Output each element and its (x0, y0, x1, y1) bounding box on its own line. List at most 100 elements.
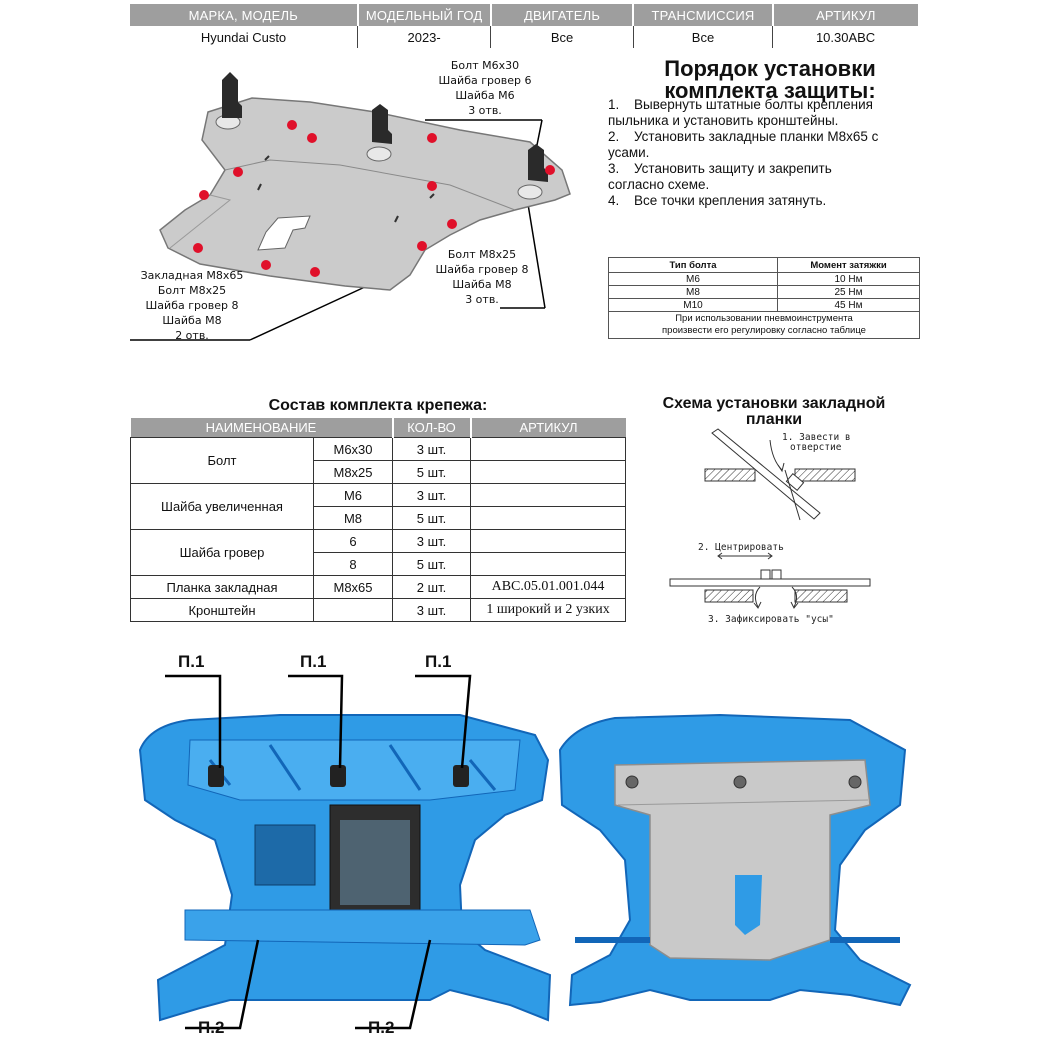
kit-item-qty: 5 шт. (392, 460, 471, 484)
bracket-icon (372, 104, 392, 144)
scheme-title-line: Схема установки закладной (662, 395, 886, 412)
panel-section-right (794, 468, 856, 482)
instruction-step: 3. Установить защиту и закрепить согласн… (608, 161, 920, 193)
step-text: пыльника и установить кронштейны. (608, 113, 839, 128)
header-col-engine: ДВИГАТЕЛЬ (490, 4, 635, 26)
callout-top: Болт М6х30 Шайба гровер 6 Шайба М6 3 отв… (430, 58, 540, 118)
slot (264, 155, 270, 161)
callout-left: Закладная М8х65 Болт М8х25 Шайба гровер … (134, 268, 250, 343)
underbody-with-plate (558, 713, 912, 1007)
kit-title: Состав комплекта крепежа: (268, 397, 488, 414)
instructions-list: 1. Вывернуть штатные болты крепления пыл… (608, 97, 920, 209)
arrow-head-icon (717, 552, 773, 560)
mount-point-dot (261, 260, 271, 270)
kit-item-qty: 5 шт. (392, 506, 471, 530)
mount-point-dot (310, 267, 320, 277)
mount-point-dot (417, 241, 427, 251)
torque-row: М8 25 Нм (608, 285, 920, 299)
kit-item-name: Шайба гровер (130, 529, 314, 576)
header-col-make-model: МАРКА, МОДЕЛЬ (130, 4, 359, 26)
torque-row: М6 10 Нм (608, 272, 920, 286)
header-col-transmission: ТРАНСМИССИЯ (633, 4, 774, 26)
scheme-step1-label: отверстие (790, 442, 842, 453)
kit-table: НАИМЕНОВАНИЕ КОЛ-ВО АРТИКУЛ Болт М6х30 3… (130, 418, 626, 622)
spec-value-row: Hyundai Custo 2023- Все Все 10.30ABC (130, 26, 918, 48)
leader-p2-right (355, 939, 432, 1030)
insert-plate-flat (669, 578, 871, 587)
step-number: 4. (608, 193, 620, 208)
kit-item-article: 1 широкий и 2 узких (470, 598, 626, 622)
kit-item-size (313, 598, 393, 622)
plate-bend-line (224, 159, 516, 211)
torque-note-line: произвести его регулировку согласно табл… (662, 325, 866, 336)
insert-plate-scheme (669, 428, 871, 609)
plate-hole (517, 184, 543, 200)
kit-item-article (470, 506, 626, 530)
kit-row: М8 5 шт. (131, 506, 626, 530)
callout-line: Шайба М8 (162, 314, 222, 327)
mount-point-dot (199, 190, 209, 200)
torque-bolt: М10 (608, 298, 778, 312)
callout-line: 3 отв. (468, 104, 502, 117)
leader-p1-center (288, 674, 344, 769)
bracket-icon (222, 72, 242, 118)
installed-skid-plate (614, 759, 871, 961)
mount-point-dot (233, 167, 243, 177)
kit-item-size: М8х65 (313, 575, 393, 599)
header-col-model-year: МОДЕЛЬНЫЙ ГОД (357, 4, 492, 26)
kit-item-article (470, 460, 626, 484)
torque-row: М10 45 Нм (608, 298, 920, 312)
slot (394, 215, 399, 223)
torque-value: 25 Нм (777, 285, 920, 299)
kit-item-name: Планка закладная (130, 575, 314, 599)
kit-item-article (470, 529, 626, 553)
callout-line: Шайба гровер 8 (145, 299, 239, 312)
kit-row: Планка закладная М8х65 2 шт. ABC.05.01.0… (130, 575, 626, 599)
callout-right: Болт М8х25 Шайба гровер 8 Шайба М8 3 отв… (428, 247, 536, 307)
callout-line: 2 отв. (175, 329, 209, 342)
mount-point-dot (427, 181, 437, 191)
callout-line: Болт М8х25 (157, 284, 227, 297)
callout-line: Болт М8х25 (447, 248, 517, 261)
callout-line: Шайба гровер 8 (435, 263, 529, 276)
plate-cutout (735, 875, 762, 935)
kit-item-qty: 3 шт. (392, 529, 471, 553)
torque-header-torque: Момент затяжки (777, 257, 920, 273)
scheme-title-line: планки (745, 411, 803, 428)
kit-item-size: 8 (313, 552, 393, 576)
scheme-title: Схема установки закладной планки (634, 396, 914, 428)
plate-bolt (625, 775, 639, 789)
slot (257, 183, 262, 191)
step-text: Установить закладные планки М8х65 с (634, 129, 879, 144)
step-number: 2. (608, 129, 620, 144)
marker-p2-right: П.2 (368, 1018, 395, 1037)
callout-line: Шайба гровер 6 (438, 74, 532, 87)
kit-item-qty: 3 шт. (392, 437, 471, 461)
value-model-year: 2023- (357, 26, 492, 48)
step-text: Установить защиту и закрепить (634, 161, 832, 176)
arrow-insert-icon (769, 439, 783, 471)
kit-item-article (470, 437, 626, 461)
step-text: усами. (608, 145, 650, 160)
panel-section-left (704, 468, 756, 482)
underbody-without-plate (138, 714, 552, 1022)
scheme-step1-label: 1. Завести в (782, 432, 851, 443)
scheme-step3-label: 3. Зафиксировать "усы" (708, 614, 834, 625)
kit-item-qty: 5 шт. (392, 552, 471, 576)
plate-hole (366, 146, 392, 162)
leader-p1-left (165, 674, 222, 768)
kit-header-row: НАИМЕНОВАНИЕ КОЛ-ВО АРТИКУЛ (130, 418, 626, 438)
step-number: 1. (608, 97, 620, 112)
torque-table: Тип болта Момент затяжки М6 10 Нм М8 25 … (608, 257, 920, 339)
torque-bolt: М6 (608, 272, 778, 286)
plate-bend-line (617, 799, 869, 806)
instruction-step: 4. Все точки крепления затянуть. (608, 193, 920, 209)
underbody-photos (138, 674, 912, 1030)
subframe (184, 909, 541, 946)
kit-item-name: Шайба увеличенная (130, 483, 314, 530)
insert-nut (785, 472, 805, 492)
callout-line: 3 отв. (465, 293, 499, 306)
mount-point-dot (447, 219, 457, 229)
callout-line: Болт М6х30 (450, 59, 520, 72)
mount-point-dot (427, 133, 437, 143)
